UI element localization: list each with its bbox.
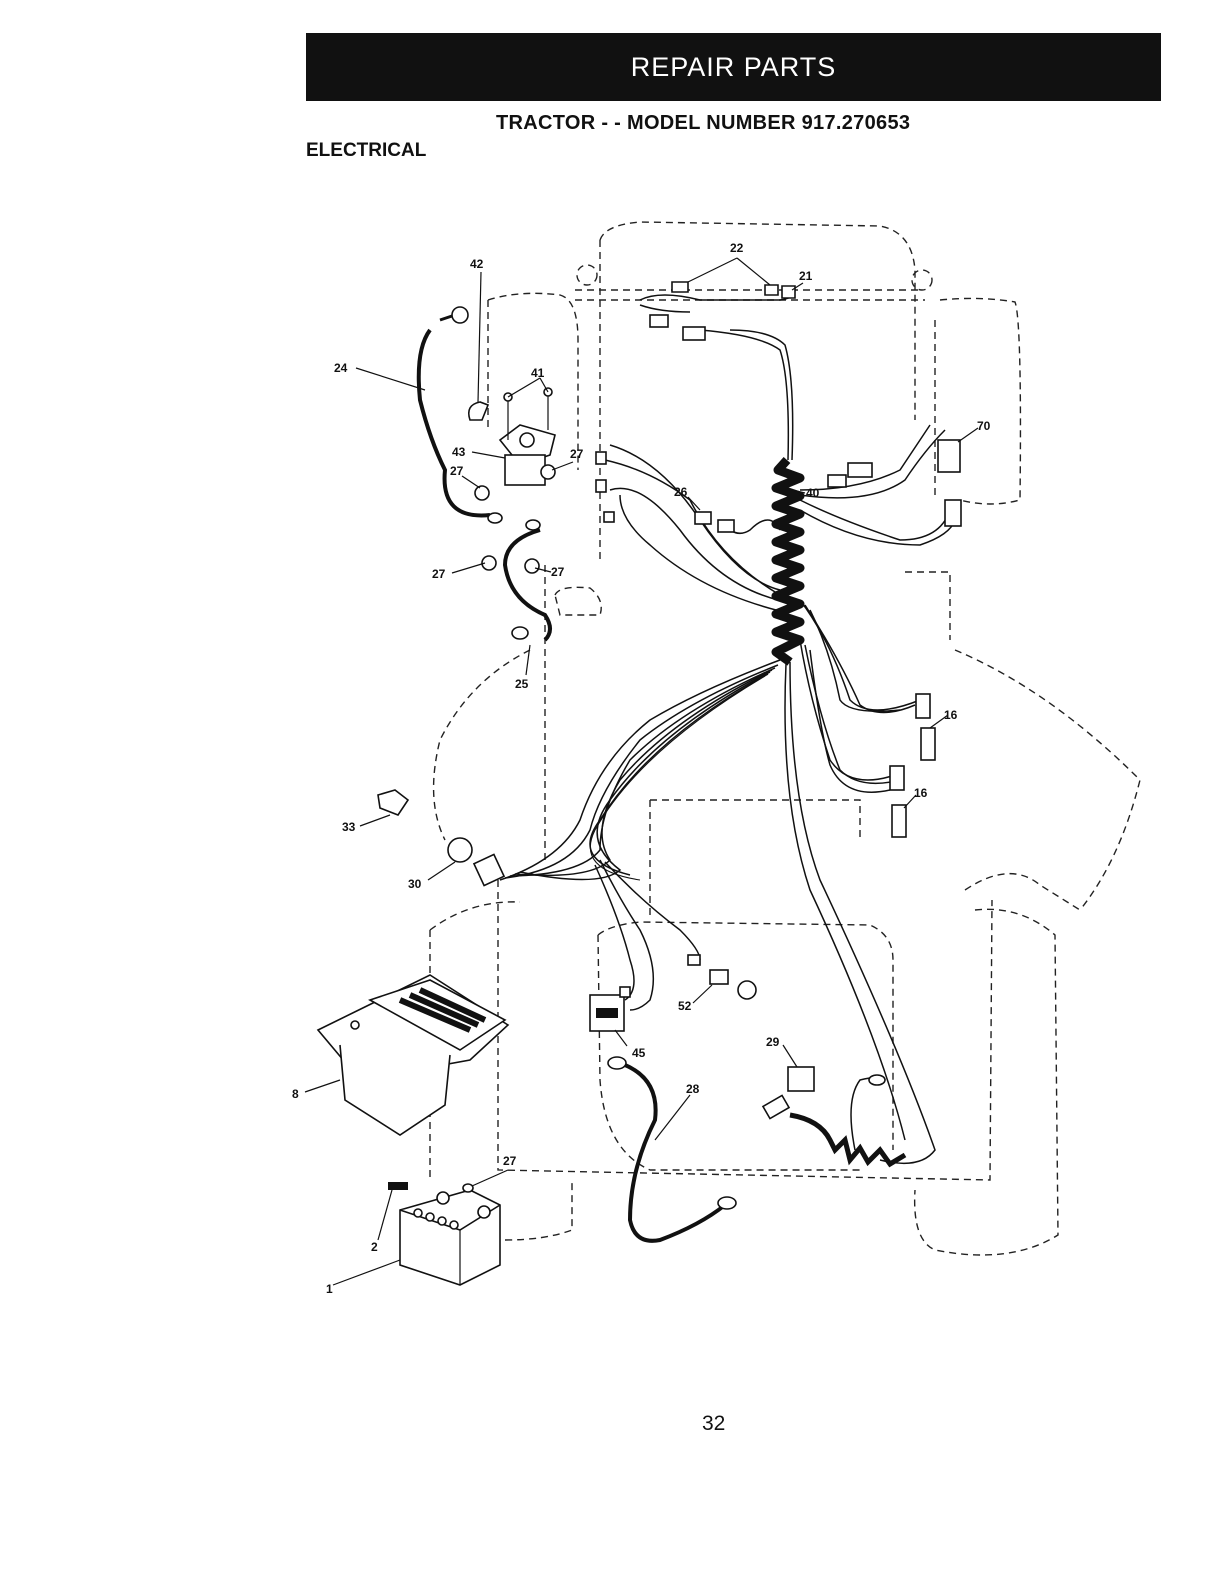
seat-switch-29 bbox=[787, 1066, 815, 1092]
callout-70: 70 bbox=[977, 419, 991, 433]
callout-40: 40 bbox=[806, 486, 820, 500]
lamp-52 bbox=[737, 980, 757, 1000]
page-number: 32 bbox=[702, 1412, 726, 1435]
callout-27: 27 bbox=[432, 567, 446, 581]
callout-27: 27 bbox=[450, 464, 464, 478]
callout-25: 25 bbox=[515, 677, 529, 691]
callout-21: 21 bbox=[799, 269, 813, 283]
callout-43: 43 bbox=[452, 445, 466, 459]
ground-cable-28 bbox=[607, 1056, 737, 1243]
right-connectors bbox=[595, 439, 962, 533]
callout-16: 16 bbox=[944, 708, 958, 722]
callout-45: 45 bbox=[632, 1046, 646, 1060]
callout-labels: 22 21 24 42 41 43 27 27 27 27 70 40 26 2… bbox=[292, 241, 991, 1296]
interlock-switches bbox=[889, 693, 936, 838]
main-wiring-harness bbox=[499, 289, 956, 1165]
callout-52: 52 bbox=[678, 999, 692, 1013]
battery bbox=[388, 1182, 501, 1286]
model-number-title: TRACTOR - - MODEL NUMBER 917.270653 bbox=[496, 112, 911, 134]
callout-26: 26 bbox=[674, 485, 688, 499]
solenoid-boot-42 bbox=[467, 401, 490, 421]
callout-28: 28 bbox=[686, 1082, 700, 1096]
battery-cables bbox=[416, 306, 552, 642]
banner-title: REPAIR PARTS bbox=[630, 51, 837, 82]
ignition-switch-30 bbox=[447, 837, 473, 863]
callout-27: 27 bbox=[551, 565, 565, 579]
starter-solenoid bbox=[467, 387, 556, 574]
nut-27 bbox=[474, 485, 490, 501]
section-heading: ELECTRICAL bbox=[306, 140, 427, 161]
callout-29: 29 bbox=[766, 1035, 780, 1049]
callout-30: 30 bbox=[408, 877, 422, 891]
relay-33 bbox=[377, 789, 410, 816]
callout-leaders bbox=[304, 257, 979, 1286]
callout-1: 1 bbox=[326, 1282, 333, 1296]
callout-33: 33 bbox=[342, 820, 356, 834]
battery-box bbox=[316, 974, 510, 1136]
headlight-connectors bbox=[649, 281, 796, 341]
seat-switch bbox=[761, 1066, 907, 1168]
callout-27: 27 bbox=[503, 1154, 517, 1168]
dash-components bbox=[589, 954, 757, 1032]
callout-22: 22 bbox=[730, 241, 744, 255]
callout-24: 24 bbox=[334, 361, 348, 375]
connector-26 bbox=[694, 511, 712, 525]
cable-terminal-24 bbox=[451, 306, 469, 324]
callout-42: 42 bbox=[470, 257, 484, 271]
callout-27: 27 bbox=[570, 447, 584, 461]
callout-8: 8 bbox=[292, 1087, 299, 1101]
callout-2: 2 bbox=[371, 1240, 378, 1254]
cable-terminal-25 bbox=[511, 626, 529, 640]
ignition-components bbox=[377, 789, 506, 887]
repair-parts-banner: REPAIR PARTS bbox=[306, 33, 1161, 101]
callout-16: 16 bbox=[914, 786, 928, 800]
callout-41: 41 bbox=[531, 366, 545, 380]
